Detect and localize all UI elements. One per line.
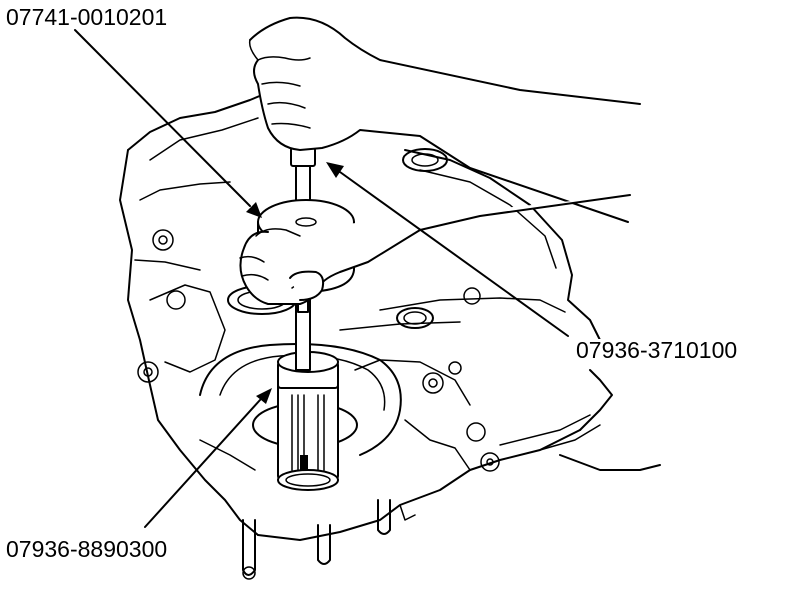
callout-tool-07936-3710100: 07936-3710100 (576, 337, 738, 363)
hand-upper (248, 16, 641, 223)
callout-tool-07936-8890300: 07936-8890300 (6, 536, 168, 562)
puller-tool (257, 147, 355, 491)
transmission-case (119, 94, 661, 580)
leader-lines (74, 29, 569, 528)
callout-tool-07741-0010201: 07741-0010201 (6, 4, 168, 30)
hand-lower (239, 194, 631, 305)
